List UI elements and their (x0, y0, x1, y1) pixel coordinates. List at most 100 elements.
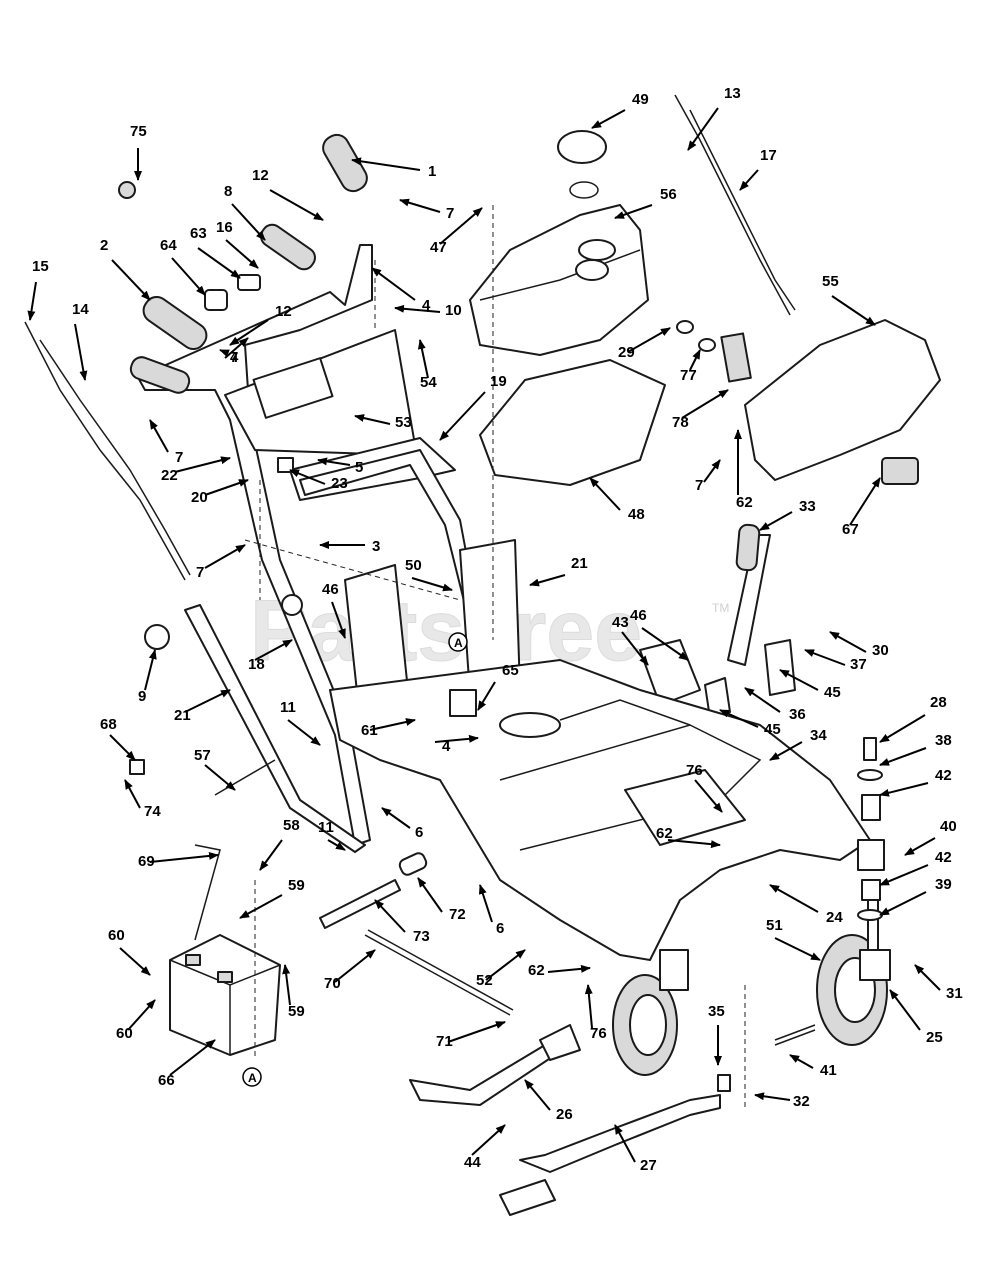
leader-arrow-78 (681, 389, 729, 419)
callout-40: 40 (940, 818, 957, 835)
callout-9: 9 (138, 688, 146, 705)
leader-arrows (27, 107, 941, 1163)
leader-arrow-11 (327, 839, 346, 851)
callout-23: 23 (331, 475, 348, 492)
leader-arrow-43 (621, 631, 649, 666)
leader-arrow-77 (689, 349, 701, 371)
callout-41: 41 (820, 1062, 837, 1079)
callout-12: 12 (275, 303, 292, 320)
callout-21: 21 (571, 555, 588, 572)
leader-arrow-44 (471, 1124, 506, 1156)
callout-62: 62 (736, 494, 753, 511)
handle-assembly (134, 244, 476, 853)
callout-78: 78 (672, 414, 689, 431)
leader-arrow-55 (831, 295, 876, 326)
leader-arrow-70 (334, 949, 376, 983)
callout-24: 24 (826, 909, 843, 926)
callout-50: 50 (405, 557, 422, 574)
leader-arrow-67 (849, 477, 881, 526)
leader-arrow-21 (529, 574, 566, 587)
callout-25: 25 (926, 1029, 943, 1046)
battery-box (479, 259, 666, 486)
callout-45: 45 (764, 721, 781, 738)
grips (129, 133, 368, 394)
leader-arrow-50 (411, 577, 453, 592)
callout-4: 4 (442, 738, 451, 755)
leader-arrow-63 (197, 247, 241, 279)
deck (329, 659, 871, 961)
callout-38: 38 (935, 732, 952, 749)
leader-arrow-19 (439, 391, 486, 441)
callout-60: 60 (108, 927, 125, 944)
callout-68: 68 (100, 716, 117, 733)
leader-arrow-52 (485, 949, 526, 981)
callout-7: 7 (695, 477, 703, 494)
callout-11: 11 (280, 699, 296, 716)
callout-31: 31 (946, 985, 963, 1002)
callout-14: 14 (72, 301, 89, 318)
leader-arrow-12 (229, 319, 269, 346)
leader-arrow-9 (144, 649, 157, 691)
leader-arrow-12 (269, 189, 324, 221)
callout-64: 64 (160, 237, 177, 254)
leader-arrow-11 (287, 719, 321, 746)
leader-arrow-37 (804, 649, 846, 666)
leader-arrow-15 (27, 281, 37, 321)
leader-arrow-10 (394, 304, 441, 313)
leader-arrow-16 (225, 239, 259, 269)
leader-arrow-60 (119, 947, 151, 976)
leader-arrow-41 (789, 1054, 814, 1069)
leader-arrow-23 (289, 469, 326, 485)
callout-42: 42 (935, 849, 952, 866)
leader-arrow-26 (524, 1079, 551, 1111)
leader-arrow-34 (769, 741, 803, 761)
reference-marker-a: A A (242, 632, 468, 1087)
callout-51: 51 (766, 917, 783, 934)
svg-text:A: A (248, 1071, 257, 1085)
leader-arrow-56 (614, 204, 653, 219)
wheels (612, 889, 891, 1076)
leader-arrow-60 (127, 999, 156, 1031)
callout-1: 1 (428, 163, 436, 180)
leader-arrow-46 (641, 627, 689, 661)
leader-arrow-58 (259, 839, 283, 871)
callout-7: 7 (446, 205, 454, 222)
cables (24, 94, 796, 581)
leader-arrow-74 (124, 779, 141, 809)
leader-arrow-76 (584, 984, 593, 1029)
callout-54: 54 (420, 374, 437, 391)
callout-12: 12 (252, 167, 269, 184)
leader-arrow-62 (547, 964, 591, 973)
callout-29: 29 (618, 344, 635, 361)
leader-arrow-18 (254, 639, 293, 661)
leader-arrow-71 (447, 1021, 506, 1043)
callout-8: 8 (224, 183, 232, 200)
callout-30: 30 (872, 642, 889, 659)
callout-60: 60 (116, 1025, 133, 1042)
callout-67: 67 (842, 521, 859, 538)
leader-arrow-46 (331, 601, 346, 639)
leader-arrow-7 (219, 349, 230, 358)
callout-36: 36 (789, 706, 806, 723)
callout-15: 15 (32, 258, 49, 275)
leader-arrow-49 (591, 109, 626, 129)
leader-arrow-27 (614, 1124, 636, 1163)
leader-arrow-6 (381, 807, 411, 829)
callout-69: 69 (138, 853, 155, 870)
callout-3: 3 (372, 538, 380, 555)
callout-26: 26 (556, 1106, 573, 1123)
callout-72: 72 (449, 906, 466, 923)
callout-27: 27 (640, 1157, 657, 1174)
callout-10: 10 (445, 302, 462, 319)
callout-75: 75 (130, 123, 147, 140)
callout-62: 62 (528, 962, 545, 979)
leader-arrow-22 (174, 456, 231, 473)
callout-56: 56 (660, 186, 677, 203)
leader-arrow-47 (439, 207, 483, 245)
leader-arrow-59 (282, 964, 291, 1006)
callout-17: 17 (760, 147, 777, 164)
leader-arrow-20 (204, 479, 249, 496)
callout-11: 11 (318, 819, 334, 836)
leader-arrow-7 (149, 419, 169, 453)
callout-70: 70 (324, 975, 341, 992)
